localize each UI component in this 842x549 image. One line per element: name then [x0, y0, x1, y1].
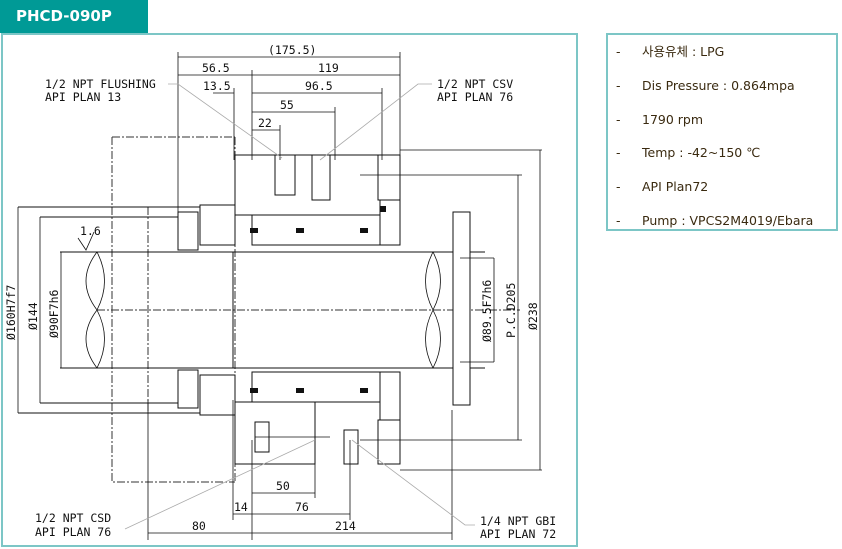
- dim-overall: (175.5): [268, 43, 316, 57]
- bullet: -: [616, 179, 621, 195]
- spec-speed: - 1790 rpm: [616, 107, 836, 141]
- dim-80: 80: [192, 519, 206, 533]
- dim-dia-160: Ø160H7f7: [4, 285, 18, 340]
- spec-pump: - Pump : VPCS2M4019/Ebara: [616, 208, 836, 242]
- seal-cross-section-drawing: 1.6 1/2 NPT FLUSHING API PLAN 13 1/2 NPT…: [4, 43, 556, 541]
- dim-119: 119: [318, 61, 339, 75]
- callout-gbi-plan: API PLAN 72: [480, 527, 556, 541]
- shaft: [60, 251, 520, 369]
- dim-dia-90: Ø90F7h6: [47, 289, 61, 338]
- dim-214: 214: [335, 519, 356, 533]
- dim-96-5: 96.5: [305, 79, 333, 93]
- dim-13-5: 13.5: [203, 79, 231, 93]
- bullet: -: [616, 145, 621, 161]
- bullet: -: [616, 212, 621, 228]
- spec-api-plan: - API Plan72: [616, 174, 836, 208]
- product-tab-title[interactable]: PHCD-090P: [0, 0, 148, 33]
- callout-csd-plan: API PLAN 76: [35, 525, 111, 539]
- surface-finish-label: 1.6: [80, 224, 101, 238]
- dim-22: 22: [258, 116, 272, 130]
- spec-text: Temp : -42~150 ℃: [642, 145, 761, 161]
- spec-text: 1790 rpm: [642, 111, 704, 127]
- bullet: -: [616, 111, 621, 127]
- spec-fluid: - 사용유체 : LPG: [616, 39, 836, 73]
- dim-55: 55: [280, 98, 294, 112]
- dim-pcd-205: P.C.D205: [504, 283, 518, 338]
- dim-76: 76: [295, 500, 309, 514]
- callout-gbi: 1/4 NPT GBI: [480, 514, 556, 528]
- callout-csd: 1/2 NPT CSD: [35, 511, 111, 525]
- callout-csv-plan: API PLAN 76: [437, 90, 513, 104]
- dim-dia-144: Ø144: [26, 302, 40, 330]
- spec-temp: - Temp : -42~150 ℃: [616, 140, 836, 174]
- dim-dia-89-5: Ø89.5F7h6: [480, 280, 494, 342]
- seal-assembly-bottom: [177, 369, 401, 465]
- dim-56-5: 56.5: [202, 61, 230, 75]
- dim-50: 50: [276, 479, 290, 493]
- spec-list: - 사용유체 : LPG - Dis Pressure : 0.864mpa - 17…: [606, 33, 838, 231]
- spec-text: Pump : VPCS2M4019/Ebara: [642, 212, 814, 228]
- callout-flushing: 1/2 NPT FLUSHING: [45, 77, 156, 91]
- bullet: -: [616, 44, 621, 59]
- callout-flushing-plan: API PLAN 13: [45, 90, 121, 104]
- spec-text: Dis Pressure : 0.864mpa: [642, 77, 795, 93]
- seal-assembly-top: [177, 154, 401, 251]
- pump-housing-outline: [111, 136, 236, 483]
- bullet: -: [616, 77, 621, 93]
- spec-pressure: - Dis Pressure : 0.864mpa: [616, 73, 836, 107]
- dim-dia-238: Ø238: [526, 302, 540, 330]
- spec-text: API Plan72: [642, 179, 709, 195]
- pump-flange: [452, 211, 471, 406]
- callout-csv: 1/2 NPT CSV: [437, 77, 513, 91]
- spec-text: 사용유체 : LPG: [642, 44, 725, 59]
- drawing-panel: [1, 33, 578, 547]
- dim-14: 14: [234, 500, 248, 514]
- surface-finish-symbol: [77, 231, 95, 251]
